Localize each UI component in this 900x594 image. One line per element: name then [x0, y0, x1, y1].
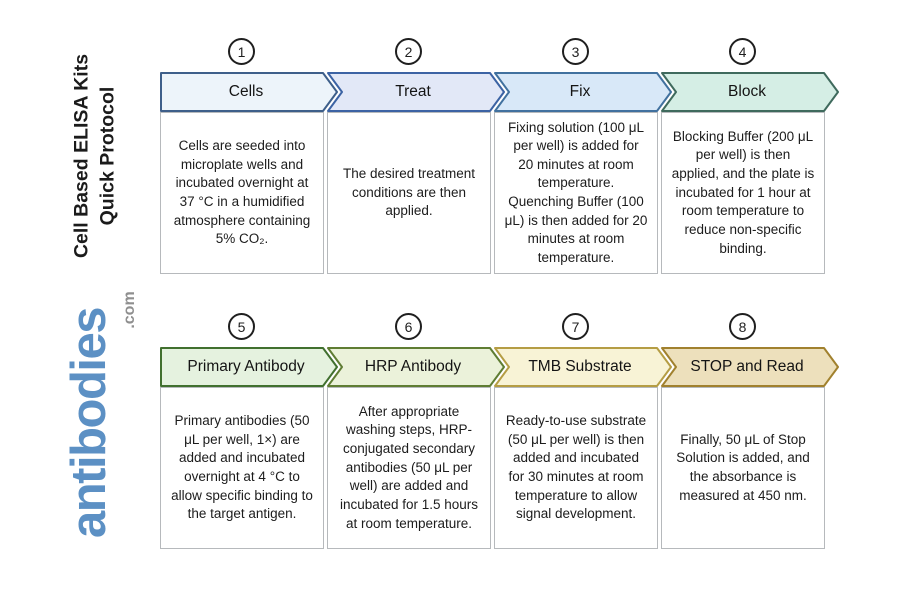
step-label: HRP Antibody: [364, 358, 462, 375]
step-arrow-shape: [661, 347, 839, 387]
step-number-badge: 5: [228, 313, 255, 340]
step-arrow-shape: [160, 72, 338, 112]
step-number-badge: 1: [228, 38, 255, 65]
page-title-line2: Quick Protocol: [97, 86, 119, 226]
step-description: Finally, 50 μL of Stop Solution is added…: [661, 387, 825, 549]
page-title: Cell Based ELISA Kits Quick Protocol: [69, 54, 122, 258]
step-number: 6: [404, 318, 413, 335]
step-number-badge: 6: [395, 313, 422, 340]
step-description: The desired treatment conditions are the…: [327, 112, 491, 274]
step-arrow-shape: [494, 72, 672, 112]
step-label: Treat: [395, 83, 431, 100]
step-column-1: 1 Cells Cells are seeded into microplate…: [160, 38, 338, 276]
step-description: Cells are seeded into microplate wells a…: [160, 112, 324, 274]
step-number-badge: 2: [395, 38, 422, 65]
step-label: TMB Substrate: [528, 358, 632, 375]
step-arrow-shape: [160, 347, 338, 387]
step-label: STOP and Read: [690, 358, 804, 375]
step-arrow-shape: [327, 347, 505, 387]
step-column-5: 5 Primary Antibody Primary antibodies (5…: [160, 313, 338, 551]
step-description: Ready-to-use substrate (50 μL per well) …: [494, 387, 658, 549]
step-arrow-shape: [494, 347, 672, 387]
step-number-badge: 4: [729, 38, 756, 65]
step-number: 5: [237, 318, 246, 335]
step-number: 7: [571, 318, 580, 335]
step-label: Cells: [228, 83, 264, 100]
step-description: Blocking Buffer (200 μL per well) is the…: [661, 112, 825, 274]
step-column-4: 4 Block Blocking Buffer (200 μL per well…: [661, 38, 839, 276]
step-label: Fix: [569, 83, 591, 100]
step-column-7: 7 TMB Substrate Ready-to-use substrate (…: [494, 313, 672, 551]
step-number: 4: [738, 43, 747, 60]
page-title-line1: Cell Based ELISA Kits: [70, 53, 93, 259]
step-label: Primary Antibody: [187, 358, 305, 375]
step-arrow-shape: [327, 72, 505, 112]
step-column-6: 6 HRP Antibody After appropriate washing…: [327, 313, 505, 551]
step-number: 3: [571, 43, 580, 60]
step-column-2: 2 Treat The desired treatment conditions…: [327, 38, 505, 276]
step-description: Fixing solution (100 μL per well) is add…: [494, 112, 658, 274]
step-description: After appropriate washing steps, HRP-con…: [327, 387, 491, 549]
step-number: 8: [738, 318, 747, 335]
brand-logo: antibodies: [62, 307, 116, 539]
step-number: 1: [237, 43, 246, 60]
step-column-3: 3 Fix Fixing solution (100 μL per well) …: [494, 38, 672, 276]
step-column-8: 8 STOP and Read Finally, 50 μL of Stop S…: [661, 313, 839, 551]
step-number-badge: 3: [562, 38, 589, 65]
step-number-badge: 7: [562, 313, 589, 340]
step-label: Block: [728, 83, 766, 100]
step-number-badge: 8: [729, 313, 756, 340]
step-arrow-shape: [661, 72, 839, 112]
step-description: Primary antibodies (50 μL per well, 1×) …: [160, 387, 324, 549]
brand-domain-suffix: .com: [121, 291, 138, 329]
step-number: 2: [404, 43, 413, 60]
